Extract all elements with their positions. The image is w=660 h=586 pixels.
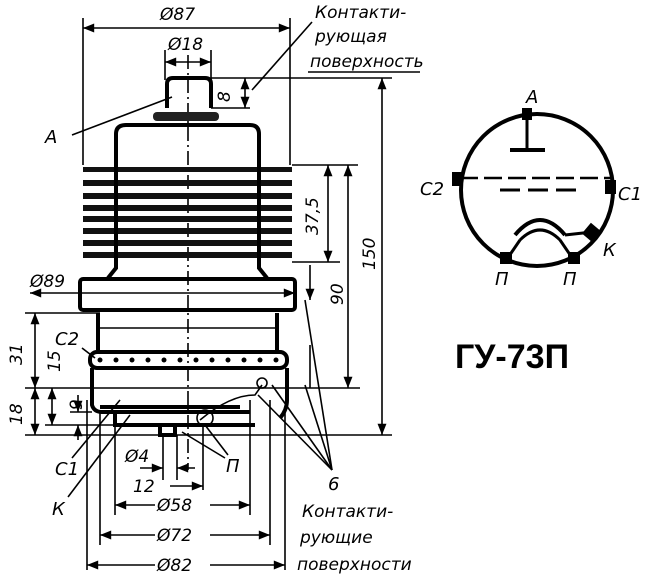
dim-h37_5: 37,5: [292, 164, 358, 263]
grid2-ring: [88, 350, 289, 370]
label-heater: П: [226, 456, 240, 477]
svg-text:150: 150: [360, 238, 380, 270]
schematic-label-grid1: С1: [618, 184, 642, 205]
dim-d82: Ø82: [87, 552, 285, 576]
dim-h15: 15: [45, 350, 65, 425]
middle-body: [96, 313, 279, 350]
svg-text:Контакти-: Контакти-: [302, 502, 393, 522]
dim-h90: 90: [328, 165, 353, 388]
svg-text:8: 8: [215, 91, 235, 102]
svg-text:рующие: рующие: [299, 528, 373, 548]
upper-body: [114, 123, 261, 165]
svg-text:12: 12: [133, 477, 155, 497]
label-grid1: С1: [55, 459, 79, 480]
svg-text:Контакти-: Контакти-: [315, 3, 406, 23]
svg-text:Ø58: Ø58: [156, 496, 192, 516]
base: [113, 412, 255, 437]
dim-w12: 12: [133, 477, 203, 497]
schematic-label-anode: А: [525, 87, 538, 108]
lower-body: [90, 368, 289, 420]
svg-text:37,5: 37,5: [303, 197, 323, 235]
svg-text:Ø4: Ø4: [124, 447, 149, 467]
dim-d58: Ø58: [115, 492, 250, 516]
svg-text:18: 18: [7, 403, 27, 425]
svg-text:Ø87: Ø87: [159, 5, 195, 25]
schematic-label-cathode: К: [603, 240, 617, 261]
svg-text:Ø82: Ø82: [156, 556, 192, 576]
cooling-fins: [83, 165, 292, 280]
dim-h31: 31: [7, 313, 40, 388]
svg-text:поверхность: поверхность: [310, 52, 424, 72]
svg-text:Ø18: Ø18: [167, 35, 203, 55]
schematic-label-heater-left: П: [495, 269, 509, 290]
anode-cap: [153, 76, 219, 121]
dim-d89: Ø89: [29, 272, 295, 298]
schematic-label-heater-right: П: [563, 269, 577, 290]
schematic-label-grid2: С2: [420, 179, 444, 200]
dim-h9: 9: [67, 395, 87, 440]
svg-text:Ø72: Ø72: [156, 526, 192, 546]
svg-text:9: 9: [67, 399, 87, 410]
tube-name: ГУ-73П: [455, 338, 569, 376]
dim-h8: 8: [211, 77, 392, 109]
svg-text:поверхности: поверхности: [297, 555, 412, 575]
label-anode: А: [44, 127, 57, 148]
svg-text:15: 15: [45, 350, 65, 372]
label-6: 6: [328, 474, 339, 495]
tube-schematic-symbol: [452, 108, 616, 268]
dim-h150: 150: [360, 78, 387, 435]
label-grid2: С2: [55, 329, 79, 350]
dim-d87: Ø87: [82, 5, 291, 165]
dim-d4: Ø4: [124, 447, 195, 473]
label-cathode: К: [52, 499, 66, 520]
svg-text:рующая: рующая: [314, 27, 387, 47]
svg-text:90: 90: [328, 283, 348, 305]
dim-d72: Ø72: [100, 522, 270, 546]
svg-text:31: 31: [7, 343, 27, 365]
dim-h18: 18: [7, 388, 40, 435]
dim-d18: Ø18: [164, 35, 212, 80]
svg-text:Ø89: Ø89: [29, 272, 65, 292]
